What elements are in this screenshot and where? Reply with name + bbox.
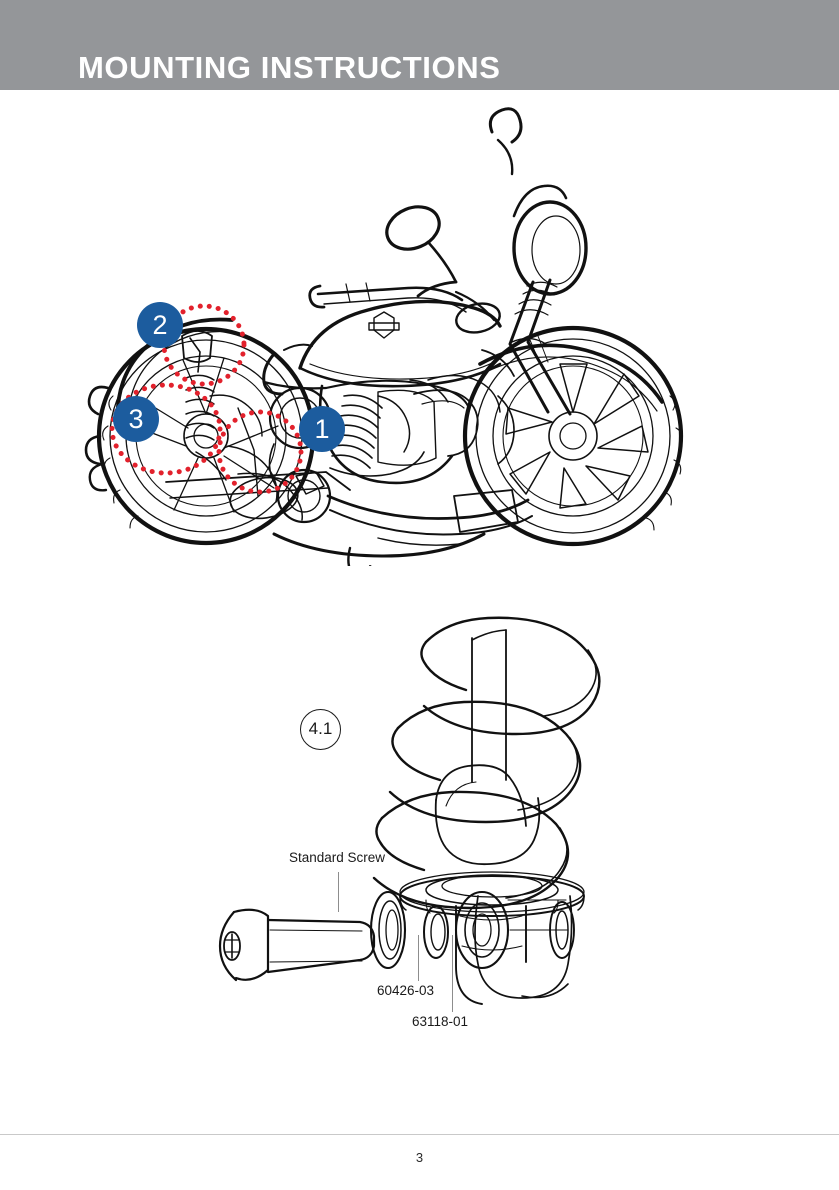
callout-badge-1[interactable]: 1: [299, 406, 345, 452]
motorcycle-figure: [78, 96, 768, 566]
leader-line-part-63118: [452, 935, 453, 1012]
page-title: MOUNTING INSTRUCTIONS: [78, 50, 501, 85]
shock-absorber-line-drawing: [218, 616, 601, 1005]
leader-line-standard-screw: [338, 872, 339, 912]
label-part-60426: 60426-03: [377, 983, 435, 998]
callout-badge-2[interactable]: 2: [137, 302, 183, 348]
footer-divider: [0, 1134, 839, 1135]
shock-absorber-figure: [210, 600, 690, 1070]
page-number: 3: [415, 1150, 424, 1165]
label-part-63118: 63118-01: [412, 1014, 469, 1029]
motorcycle-line-drawing: [84, 107, 684, 566]
label-standard-screw: Standard Screw: [289, 850, 386, 865]
step-marker-4-1: 4.1: [300, 709, 341, 750]
highlight-circles: [109, 303, 304, 495]
page-header-band: MOUNTING INSTRUCTIONS: [0, 0, 839, 90]
leader-line-part-60426: [418, 935, 419, 981]
callout-badge-3[interactable]: 3: [113, 396, 159, 442]
